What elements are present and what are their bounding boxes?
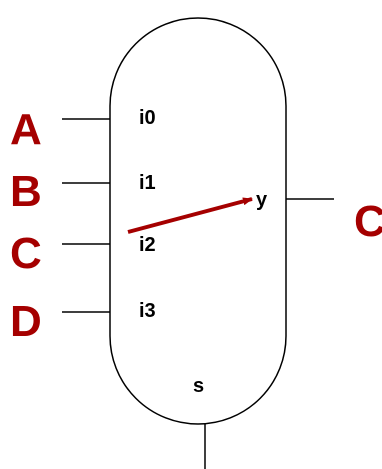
signal-label-a: A <box>10 105 42 154</box>
port-label-i3: i3 <box>139 300 156 322</box>
signal-label-b: B <box>10 167 42 216</box>
output-signal-label: C <box>354 197 382 246</box>
port-label-s: s <box>193 375 204 397</box>
port-label-i1: i1 <box>139 172 156 194</box>
port-label-i2: i2 <box>139 234 156 256</box>
signal-label-d: D <box>10 297 42 346</box>
signal-label-c: C <box>10 229 42 278</box>
port-label-i0: i0 <box>139 107 156 129</box>
mux-body <box>109 17 287 425</box>
port-label-y: y <box>256 189 268 211</box>
selection-arrow <box>127 197 253 234</box>
